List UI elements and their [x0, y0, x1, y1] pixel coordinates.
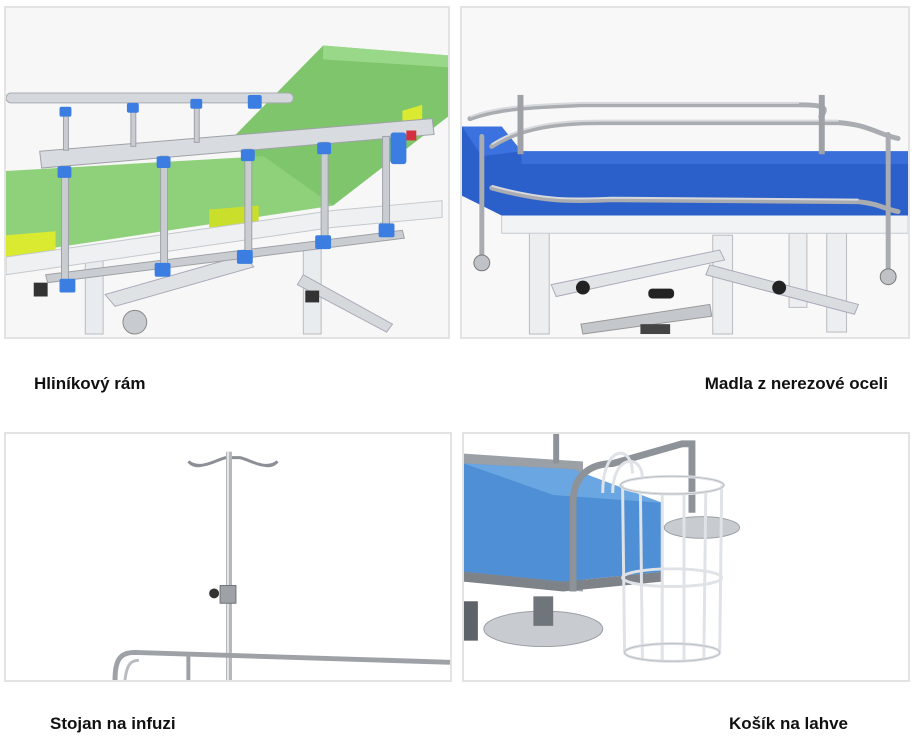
caption-stainless-handrails: Madla z nerezové oceli	[704, 374, 888, 393]
caption-iv-stand: Stojan na infuzi	[50, 714, 176, 733]
aluminium-frame-photo	[4, 6, 450, 339]
iv-stand-photo	[4, 432, 452, 682]
stainless-handrails-photo	[460, 6, 910, 339]
caption-bottle-basket: Košík na lahve	[728, 714, 848, 733]
bottle-basket-photo	[462, 432, 910, 682]
caption-aluminium-frame: Hliníkový rám	[34, 374, 146, 393]
